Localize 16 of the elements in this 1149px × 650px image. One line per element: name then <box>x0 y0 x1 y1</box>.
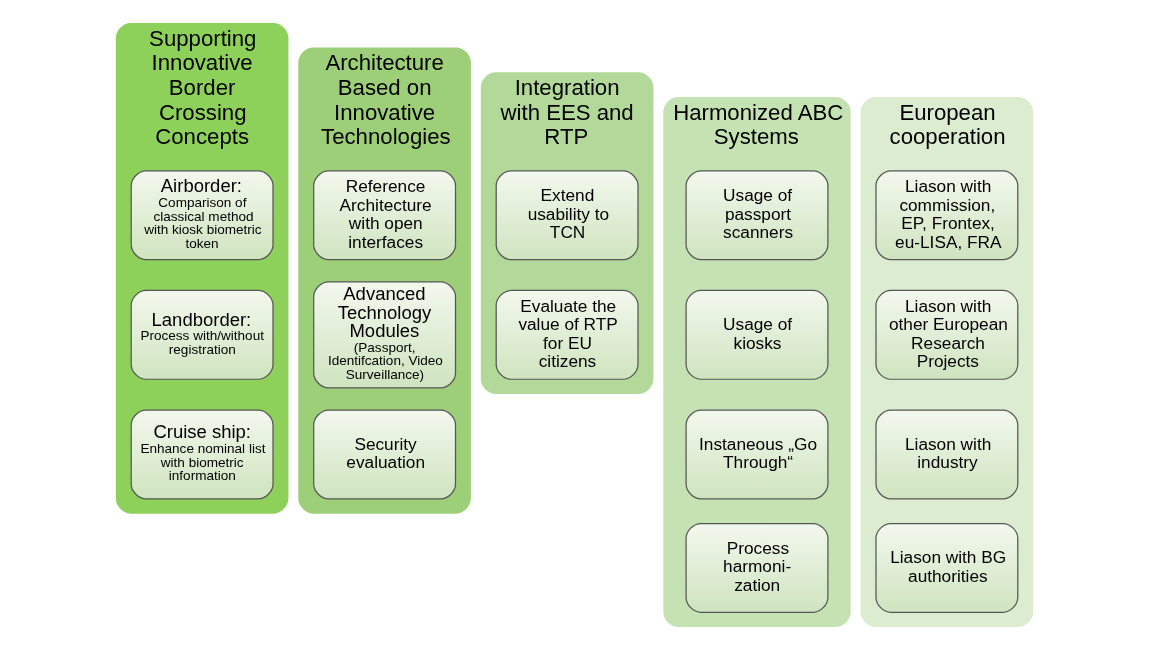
node-box: Airborder: Comparison of classical method with kiosk biometric token <box>130 170 274 261</box>
node-box: Landborder: Process with/without registration <box>130 289 274 380</box>
node-box: Instaneous „Go Through“ <box>685 409 829 500</box>
node-box: Liason with industry <box>875 409 1019 500</box>
node-box: Process harmoni- zation <box>685 522 829 613</box>
node-box: Evaluate the value of RTP for EU citizens <box>495 289 639 380</box>
node-box: Liason with BG authorities <box>875 522 1019 613</box>
node-box: Liason with other European Research Projects <box>875 289 1019 380</box>
node-box: Advanced Technology Modules (Passport, Identifcation, Video Surveillance) <box>313 281 457 389</box>
node-box: Usage of passport scanners <box>685 170 829 261</box>
node-box: Liason with commission, EP, Frontex, eu-LISA, FRA <box>875 170 1019 261</box>
node-box: Security evaluation <box>313 409 457 500</box>
node-box: Extend usability to TCN <box>495 170 639 261</box>
node-box: Cruise ship: Enhance nominal list with biometric information <box>130 409 274 500</box>
node-box: Reference Architecture with open interfaces <box>313 170 457 261</box>
node-box: Usage of kiosks <box>685 289 829 380</box>
